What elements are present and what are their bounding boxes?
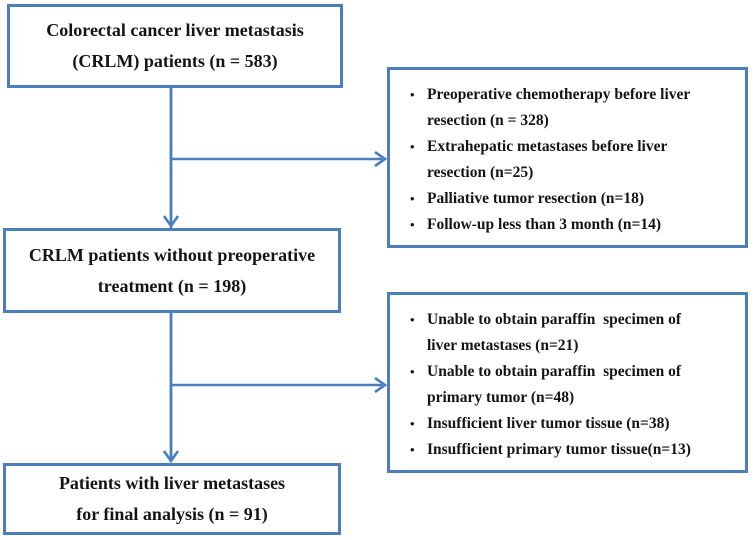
- exclusion-item-text: Palliative tumor resection (n=18): [427, 190, 645, 207]
- exclusion-item-text: Extrahepatic metastases before liver res…: [427, 138, 668, 181]
- arrowhead-right-1-icon: [374, 150, 388, 168]
- bullet-icon: •: [410, 87, 415, 102]
- exclusion-item: • Unable to obtain paraffin specimen of …: [410, 307, 739, 359]
- exclusion-item: • Unable to obtain paraffin specimen of …: [410, 359, 739, 411]
- exclusion-item-text: Preoperative chemotherapy before liver r…: [427, 86, 691, 129]
- bullet-icon: •: [410, 312, 415, 327]
- arrowhead-right-2-icon: [374, 376, 388, 394]
- no-preop-patients-box: CRLM patients without preoperative treat…: [3, 228, 341, 313]
- exclusion-box-1: • Preoperative chemotherapy before liver…: [387, 67, 748, 248]
- bullet-icon: •: [410, 416, 415, 431]
- exclusion-item: • Extrahepatic metastases before liver r…: [410, 134, 739, 186]
- exclusion-item-text: Insufficient primary tumor tissue(n=13): [427, 441, 691, 458]
- final-analysis-text: Patients with liver metastases for final…: [58, 473, 286, 524]
- bullet-icon: •: [410, 442, 415, 457]
- bullet-icon: •: [410, 217, 415, 232]
- final-analysis-box: Patients with liver metastases for final…: [3, 463, 341, 535]
- initial-patients-box: Colorectal cancer liver metastasis (CRLM…: [7, 4, 343, 88]
- arrowhead-down-2-icon: [162, 450, 180, 464]
- exclusion-box-2: • Unable to obtain paraffin specimen of …: [387, 292, 748, 473]
- arrowhead-down-1-icon: [162, 215, 180, 229]
- no-preop-patients-text: CRLM patients without preoperative treat…: [28, 244, 316, 296]
- exclusion-item: • Palliative tumor resection (n=18): [410, 186, 739, 212]
- exclusion-item-text: Unable to obtain paraffin specimen of pr…: [427, 363, 682, 406]
- exclusion-item-text: Unable to obtain paraffin specimen of li…: [427, 311, 682, 354]
- exclusion-item: • Preoperative chemotherapy before liver…: [410, 82, 739, 134]
- bullet-icon: •: [410, 364, 415, 379]
- initial-patients-text: Colorectal cancer liver metastasis (CRLM…: [46, 20, 304, 71]
- bullet-icon: •: [410, 191, 415, 206]
- exclusion-item-text: Insufficient liver tumor tissue (n=38): [427, 415, 670, 432]
- exclusion-item: • Insufficient liver tumor tissue (n=38): [410, 411, 739, 437]
- bullet-icon: •: [410, 139, 415, 154]
- exclusion-item-text: Follow-up less than 3 month (n=14): [427, 216, 662, 233]
- exclusion-item: • Insufficient primary tumor tissue(n=13…: [410, 437, 739, 463]
- exclusion-item: • Follow-up less than 3 month (n=14): [410, 212, 739, 238]
